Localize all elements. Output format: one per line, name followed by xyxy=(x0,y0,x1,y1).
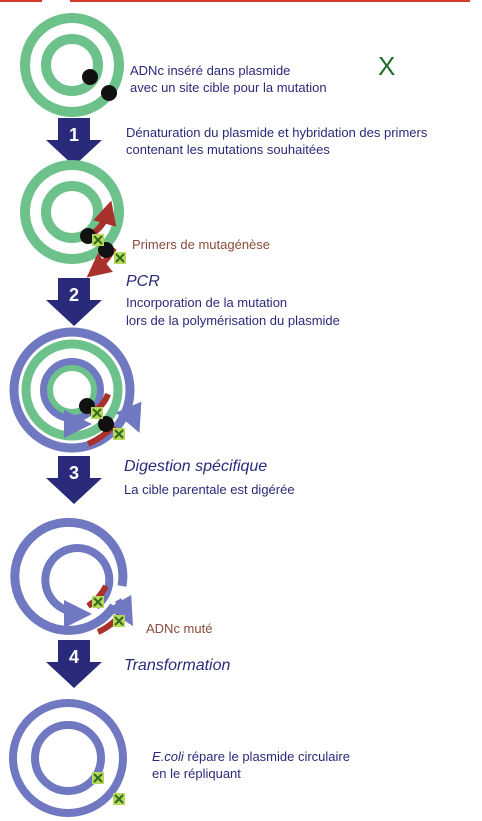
step-1-line-1: Dénaturation du plasmide et hybridation … xyxy=(126,125,428,140)
caption-initial-line2: avec un site cible pour la mutation xyxy=(130,80,327,95)
step-arrow-2: 2 xyxy=(46,278,102,326)
ecoli-caption-rest: répare le plasmide circulaire xyxy=(183,749,350,764)
outer-strand-blue xyxy=(9,699,127,817)
caption-ecoli-line2: en le répliquant xyxy=(152,766,241,781)
inner-strand-green xyxy=(41,34,103,96)
step-number-3: 3 xyxy=(69,463,79,483)
inner-strand-blue xyxy=(31,721,105,795)
caption-primers: Primers de mutagénèse xyxy=(132,237,271,252)
step-1-line-2: contenant les mutations souhaitées xyxy=(126,142,330,157)
step-number-2: 2 xyxy=(69,285,79,305)
mutation-x-icon xyxy=(92,234,104,246)
step-arrow-3: 3 xyxy=(46,456,102,504)
caption-ecoli-line1: E.coli répare le plasmide circulaire xyxy=(152,748,350,765)
plasmid-initial xyxy=(20,13,124,117)
mutation-x-icon xyxy=(113,428,125,440)
mutation-x-icon xyxy=(92,596,104,608)
big-x-marker: X xyxy=(378,51,396,81)
outer-strand-green xyxy=(20,13,124,117)
polymerase-arrow xyxy=(115,401,142,433)
plasmid-digested xyxy=(10,517,133,635)
header-rule-right xyxy=(70,0,470,2)
step-number-4: 4 xyxy=(69,647,79,667)
mutation-x-icon xyxy=(113,615,125,627)
outer-strand-green xyxy=(20,160,124,264)
header-rule-left xyxy=(0,0,42,2)
polymerase-arrow xyxy=(106,594,133,627)
header-cutoff xyxy=(0,0,482,4)
step-4-title: Transformation xyxy=(124,657,231,674)
target-site-dot xyxy=(98,416,114,432)
step-3-title: Digestion spécifique xyxy=(124,458,268,475)
step-arrow-4: 4 xyxy=(46,640,102,688)
step-number-1: 1 xyxy=(69,125,79,145)
inner-strand-blue xyxy=(41,544,114,616)
step-2-line-2: lors de la polymérisation du plasmide xyxy=(126,313,340,328)
ecoli-species-name: E.coli xyxy=(152,749,184,764)
step-3-line-1: La cible parentale est digérée xyxy=(124,482,295,497)
caption-initial-line1: ADNc inséré dans plasmide xyxy=(130,63,291,78)
plasmid-repaired xyxy=(9,699,127,817)
target-site-dot xyxy=(101,85,117,101)
plasmid-pcr xyxy=(9,327,142,453)
step-2-title: PCR xyxy=(126,273,160,290)
plasmid-with-primers xyxy=(20,160,126,278)
step-2-line-1: Incorporation de la mutation xyxy=(126,295,288,310)
outer-strand-blue xyxy=(9,327,135,453)
mutation-x-icon xyxy=(114,252,126,264)
mutation-x-icon xyxy=(113,793,125,805)
mutation-x-icon xyxy=(91,407,103,419)
mutation-x-icon xyxy=(92,772,104,784)
caption-mutated: ADNc muté xyxy=(146,621,213,636)
step-arrow-1: 1 xyxy=(46,118,102,166)
target-site-dot xyxy=(82,69,98,85)
outer-strand-blue xyxy=(10,517,128,635)
